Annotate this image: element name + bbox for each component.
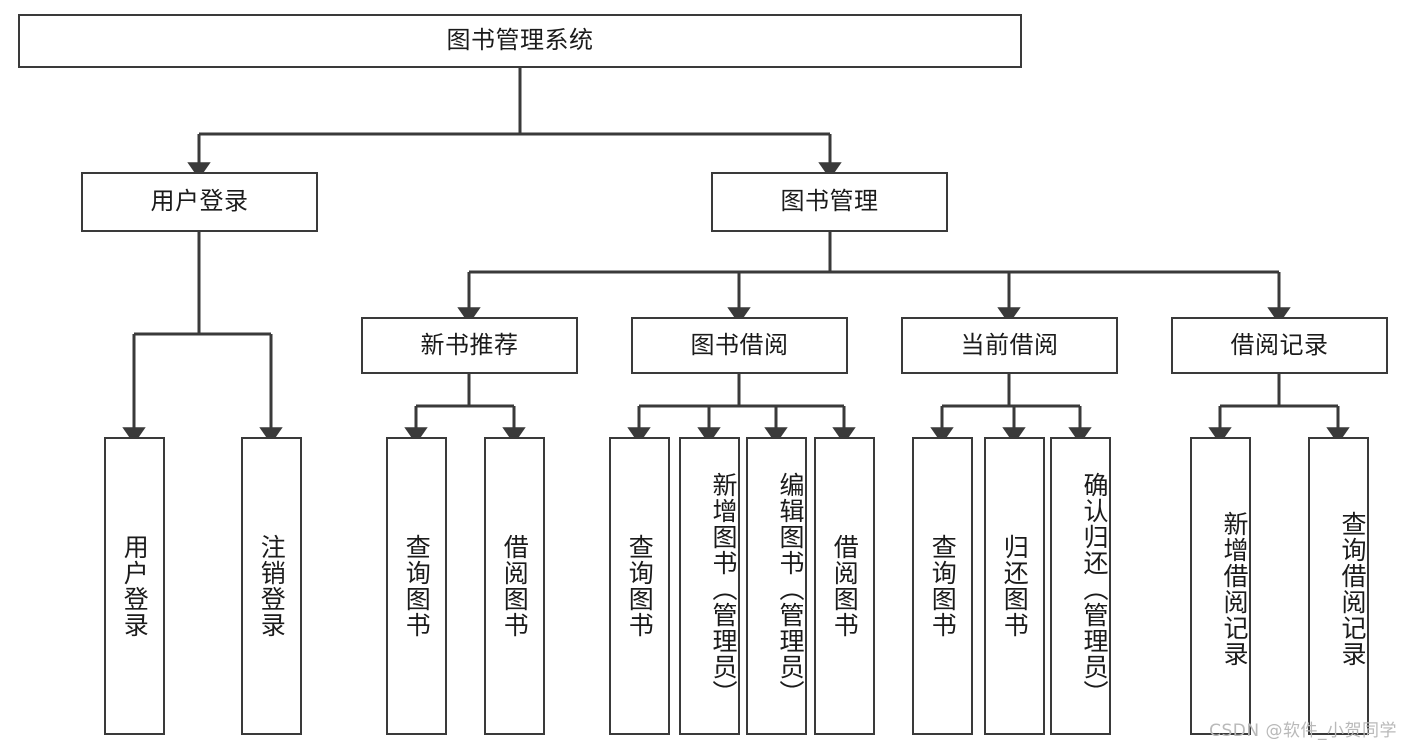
node-borrow[interactable]: 图书借阅 <box>631 317 848 374</box>
connector-root-to-level2 <box>187 68 842 179</box>
node-l-nb-borrow[interactable]: 借阅图书 <box>484 437 545 735</box>
node-l-cu-query[interactable]: 查询图书 <box>912 437 973 735</box>
node-l-bk-edit[interactable]: 编辑图书（管理员） <box>746 437 807 735</box>
node-label: 借阅记录 <box>1230 330 1329 359</box>
node-label: 图书管理 <box>780 187 879 216</box>
node-label: 查询借阅记录 <box>1338 511 1367 667</box>
node-label: 查询图书 <box>928 534 958 638</box>
node-newbook[interactable]: 新书推荐 <box>361 317 578 374</box>
connector-newbook-to-leaves <box>404 374 526 444</box>
node-label: 用户登录 <box>120 534 150 638</box>
connector-borrow-to-leaves <box>627 374 856 444</box>
node-label: 编辑图书（管理员） <box>776 472 805 706</box>
node-label: 新增图书（管理员） <box>709 472 738 706</box>
node-label: 借阅图书 <box>500 534 530 638</box>
node-label: 图书管理系统 <box>446 26 594 55</box>
node-label: 查询图书 <box>625 534 655 638</box>
node-label: 当前借阅 <box>960 330 1059 359</box>
node-l-bk-query[interactable]: 查询图书 <box>609 437 670 735</box>
connector-login-to-leaves <box>122 232 283 444</box>
connector-current-to-leaves <box>930 374 1092 444</box>
node-l-login[interactable]: 用户登录 <box>104 437 165 735</box>
node-label: 确认归还（管理员） <box>1080 472 1109 706</box>
node-label: 查询图书 <box>402 534 432 638</box>
node-root[interactable]: 图书管理系统 <box>18 14 1022 68</box>
node-l-cu-return[interactable]: 归还图书 <box>984 437 1045 735</box>
node-bookmgmt[interactable]: 图书管理 <box>711 172 948 232</box>
connector-records-to-leaves <box>1208 374 1350 444</box>
node-l-nb-query[interactable]: 查询图书 <box>386 437 447 735</box>
node-current[interactable]: 当前借阅 <box>901 317 1118 374</box>
node-l-cu-conf[interactable]: 确认归还（管理员） <box>1050 437 1111 735</box>
node-label: 注销登录 <box>257 534 287 638</box>
node-label: 借阅图书 <box>830 534 860 638</box>
node-label: 新增借阅记录 <box>1220 511 1249 667</box>
node-l-logout[interactable]: 注销登录 <box>241 437 302 735</box>
node-l-rc-add[interactable]: 新增借阅记录 <box>1190 437 1251 735</box>
node-label: 新书推荐 <box>420 330 519 359</box>
node-login[interactable]: 用户登录 <box>81 172 318 232</box>
node-label: 用户登录 <box>150 187 249 216</box>
node-l-rc-query[interactable]: 查询借阅记录 <box>1308 437 1369 735</box>
node-records[interactable]: 借阅记录 <box>1171 317 1388 374</box>
node-label: 归还图书 <box>1000 534 1030 638</box>
node-l-bk-borrow[interactable]: 借阅图书 <box>814 437 875 735</box>
node-label: 图书借阅 <box>690 330 789 359</box>
node-l-bk-add[interactable]: 新增图书（管理员） <box>679 437 740 735</box>
connector-bookmgmt-to-level3 <box>457 232 1291 324</box>
